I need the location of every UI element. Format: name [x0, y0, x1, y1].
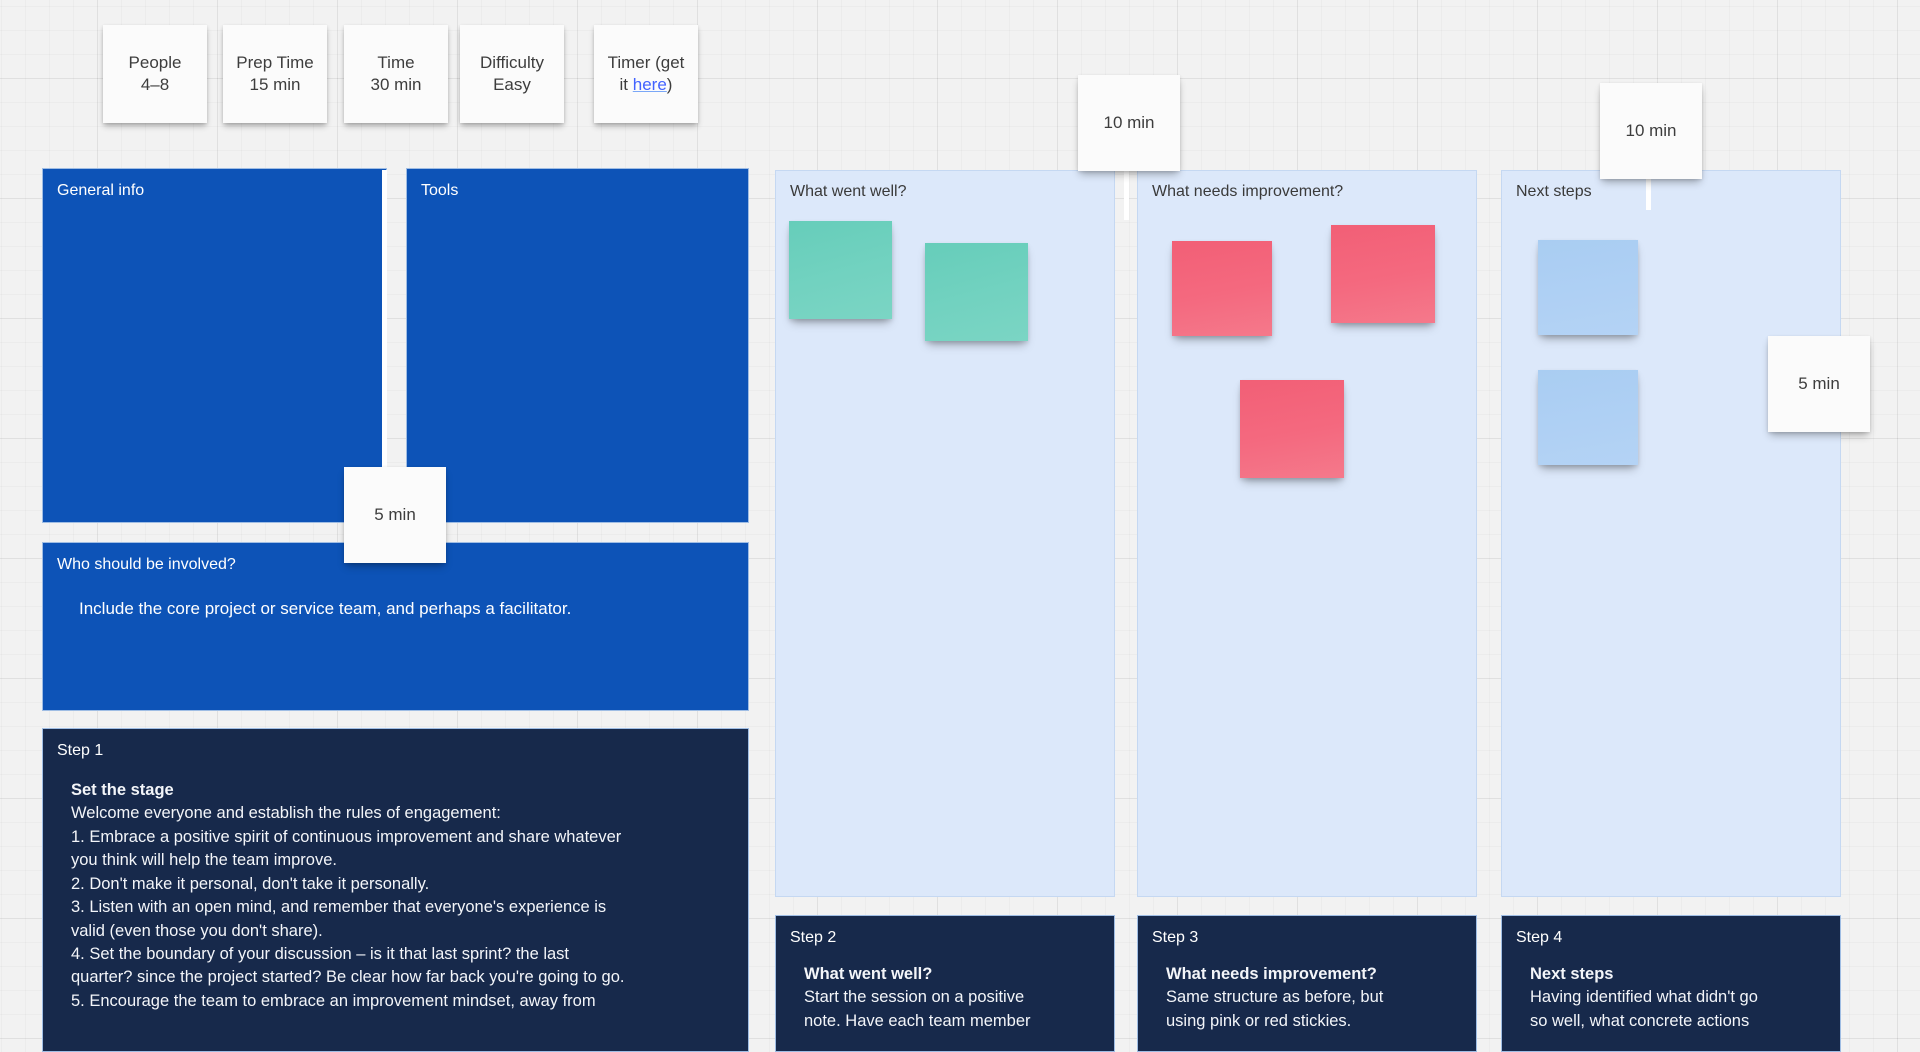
- meta-note-prep-time-line2: 15 min: [249, 75, 301, 94]
- frame-step-4-line-1: so well, what concrete actions: [1530, 1011, 1750, 1030]
- sticky-note-improvement-1[interactable]: [1172, 241, 1272, 336]
- sticky-note-next-steps-2[interactable]: [1538, 370, 1638, 465]
- meta-note-timer-line1: Timer (get: [607, 52, 685, 72]
- meta-note-timer[interactable]: Timer (get it here): [594, 25, 698, 123]
- frame-step-3-body: What needs improvement? Same structure a…: [1166, 963, 1460, 1033]
- meta-note-people-line1: People: [128, 52, 182, 72]
- sticky-note-went-well-1[interactable]: [789, 221, 892, 319]
- frame-step-1-line-2: you think will help the team improve.: [71, 851, 337, 870]
- frame-tools[interactable]: Tools: [406, 168, 749, 523]
- meta-note-people[interactable]: People 4–8: [103, 25, 207, 123]
- timebox-note-next-steps-extra-label: 5 min: [1798, 374, 1840, 393]
- timebox-note-general-info-label: 5 min: [374, 505, 416, 524]
- frame-step-3-heading: What needs improvement?: [1166, 965, 1377, 983]
- frame-step-4-body: Next steps Having identified what didn't…: [1530, 963, 1824, 1033]
- frame-general-info-title: General info: [57, 182, 145, 199]
- frame-step-3[interactable]: Step 3 3 What needs improvement? Same st…: [1137, 915, 1477, 1052]
- meta-note-prep-time[interactable]: Prep Time 15 min: [223, 25, 327, 123]
- frame-step-3-line-1: using pink or red stickies.: [1166, 1011, 1352, 1030]
- timer-it-text: it: [619, 75, 633, 94]
- sticky-note-went-well-2[interactable]: [925, 243, 1028, 341]
- frame-step-2-line-1: note. Have each team member: [804, 1011, 1031, 1030]
- timebox-note-general-info[interactable]: 5 min: [344, 467, 446, 563]
- timebox-note-what-went-well[interactable]: 10 min: [1078, 75, 1180, 171]
- connector-general-info-timebox: [382, 170, 387, 560]
- frame-step-2-body: What went well? Start the session on a p…: [804, 963, 1098, 1033]
- frame-step-4-heading: Next steps: [1530, 965, 1614, 983]
- frame-step-1-line-8: 5. Encourage the team to embrace an impr…: [71, 991, 596, 1010]
- frame-general-info[interactable]: General info: [42, 168, 387, 523]
- frame-who-involved-title: Who should be involved?: [57, 556, 236, 573]
- frame-step-4-title: Step 4: [1516, 929, 1563, 946]
- meta-note-timer-line2: it here): [620, 74, 673, 96]
- meta-note-people-line2: 4–8: [140, 75, 170, 94]
- frame-step-1-title: Step 1: [57, 742, 104, 759]
- sticky-note-next-steps-1[interactable]: [1538, 240, 1638, 335]
- frame-step-4-line-0: Having identified what didn't go: [1530, 988, 1758, 1007]
- timebox-note-next-steps-label: 10 min: [1625, 121, 1677, 140]
- frame-step-1-line-3: 2. Don't make it personal, don't take it…: [71, 874, 430, 893]
- frame-step-2-line-0: Start the session on a positive: [804, 988, 1025, 1007]
- meta-note-time[interactable]: Time 30 min: [344, 25, 448, 123]
- frame-step-2-title: Step 2: [790, 929, 837, 946]
- frame-step-2-heading: What went well?: [804, 965, 933, 983]
- frame-step-1-line-1: 1. Embrace a positive spirit of continuo…: [71, 827, 622, 846]
- timebox-note-what-went-well-label: 10 min: [1103, 113, 1155, 132]
- meta-note-time-line1: Time: [377, 52, 415, 72]
- frame-step-1-heading: Set the stage: [71, 781, 174, 799]
- frame-step-1-line-0: Welcome everyone and establish the rules…: [71, 804, 501, 823]
- frame-step-1-line-7: quarter? since the project started? Be c…: [71, 968, 625, 987]
- sticky-note-improvement-2[interactable]: [1331, 225, 1435, 323]
- meta-note-difficulty-line1: Difficulty: [480, 52, 544, 72]
- frame-next-steps-title: Next steps: [1516, 183, 1592, 200]
- frame-what-went-well-title: What went well?: [790, 183, 907, 200]
- frame-step-1-line-5: valid (even those you don't share).: [71, 921, 323, 940]
- frame-what-needs-improvement-title: What needs improvement?: [1152, 183, 1344, 200]
- meta-note-time-line2: 30 min: [370, 75, 422, 94]
- timer-close-paren: ): [666, 75, 673, 94]
- meta-note-difficulty[interactable]: Difficulty Easy: [460, 25, 564, 123]
- timebox-note-next-steps[interactable]: 10 min: [1600, 83, 1702, 179]
- frame-step-2[interactable]: Step 2 2 What went well? Start the sessi…: [775, 915, 1115, 1052]
- sticky-note-improvement-3[interactable]: [1240, 380, 1344, 478]
- frame-step-1-line-6: 4. Set the boundary of your discussion –…: [71, 944, 570, 963]
- meta-note-difficulty-line2: Easy: [493, 75, 531, 94]
- timer-here-link[interactable]: here: [632, 75, 667, 94]
- meta-note-prep-time-line1: Prep Time: [236, 52, 314, 72]
- frame-step-1[interactable]: Step 1 1 Set the stage Welcome everyone …: [42, 728, 749, 1052]
- frame-step-1-body: Set the stage Welcome everyone and estab…: [71, 779, 732, 1013]
- frame-step-3-line-0: Same structure as before, but: [1166, 988, 1384, 1007]
- frame-tools-title: Tools: [421, 182, 459, 199]
- frame-step-4[interactable]: Step 4 4 Next steps Having identified wh…: [1501, 915, 1841, 1052]
- frame-who-involved-body: Include the core project or service team…: [79, 599, 572, 618]
- frame-step-1-line-4: 3. Listen with an open mind, and remembe…: [71, 898, 607, 917]
- timebox-note-next-steps-extra[interactable]: 5 min: [1768, 336, 1870, 432]
- frame-who-should-be-involved[interactable]: Who should be involved? Include the core…: [42, 542, 749, 711]
- frame-step-3-title: Step 3: [1152, 929, 1199, 946]
